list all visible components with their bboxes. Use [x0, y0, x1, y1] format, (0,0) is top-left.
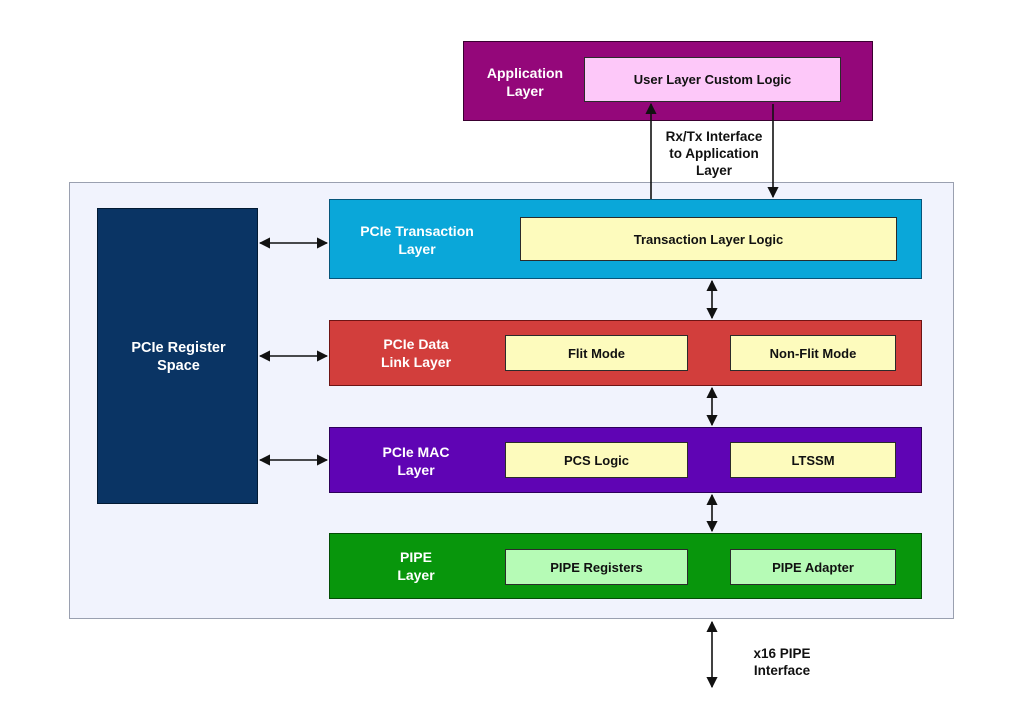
pcie-register-space-label: PCIe Register Space: [131, 340, 226, 374]
pipe-adapter-block: PIPE Adapter: [730, 549, 896, 585]
pipe-registers-block: PIPE Registers: [505, 549, 688, 585]
non-flit-mode-block: Non-Flit Mode: [730, 335, 896, 371]
application-layer-block: Application Layer User Layer Custom Logi…: [463, 41, 873, 121]
flit-mode-block: Flit Mode: [505, 335, 688, 371]
pcs-logic-block: PCS Logic: [505, 442, 688, 478]
pcie-data-link-layer-label: PCIe Data Link Layer: [380, 336, 452, 370]
user-layer-custom-logic-block: User Layer Custom Logic: [584, 57, 841, 102]
pcie-register-space-block: PCIe Register Space: [97, 208, 258, 504]
rx-tx-interface-label: Rx/Tx Interface to Application Layer: [665, 129, 763, 178]
pcie-transaction-layer-block: PCIe Transaction Layer Transaction Layer…: [329, 199, 922, 279]
pipe-interface-label: x16 PIPE Interface: [753, 646, 811, 678]
ltssm-block: LTSSM: [730, 442, 896, 478]
transaction-layer-logic-block: Transaction Layer Logic: [520, 217, 897, 261]
application-layer-label: Application Layer: [486, 65, 564, 99]
pipe-layer-label: PIPE Layer: [397, 549, 435, 583]
pipe-layer-block: PIPE Layer PIPE Registers PIPE Adapter: [329, 533, 922, 599]
pcie-transaction-layer-label: PCIe Transaction Layer: [360, 223, 474, 257]
pcie-mac-layer-label: PCIe MAC Layer: [382, 444, 450, 478]
pcie-mac-layer-block: PCIe MAC Layer PCS Logic LTSSM: [329, 427, 922, 493]
pcie-data-link-layer-block: PCIe Data Link Layer Flit Mode Non-Flit …: [329, 320, 922, 386]
